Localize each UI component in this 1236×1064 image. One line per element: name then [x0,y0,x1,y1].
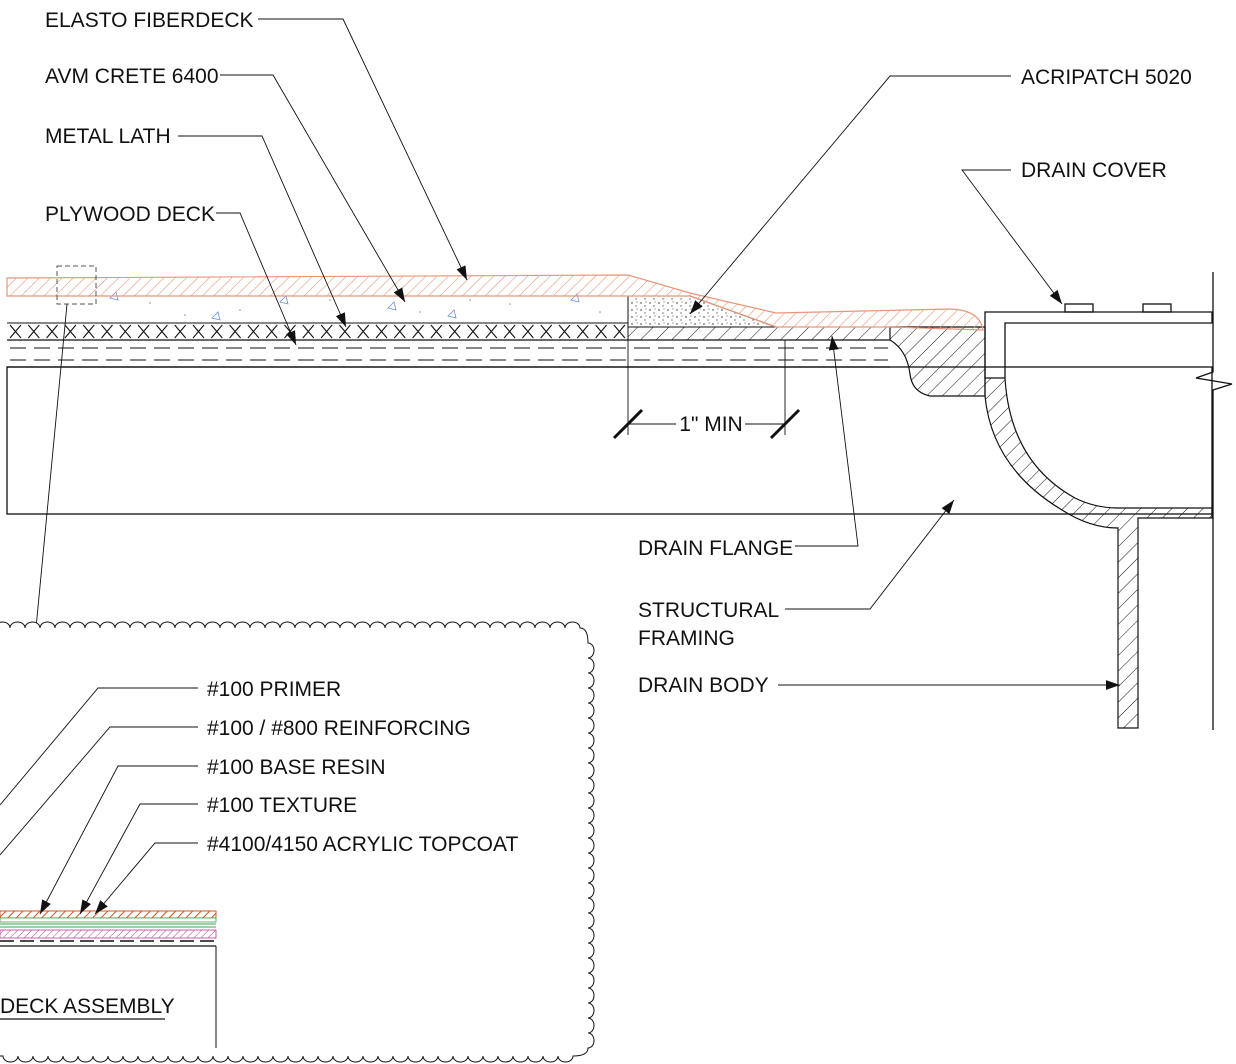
svg-text:AVM CRETE 6400: AVM CRETE 6400 [45,65,219,88]
detail-deck-assembly: #100 PRIMER #100 / #800 REINFORCING #100… [0,678,518,1048]
svg-text:DRAIN COVER: DRAIN COVER [1021,159,1167,182]
svg-text:STRUCTURAL: STRUCTURAL [638,599,779,622]
drain-cover [984,303,1213,378]
label-drain-flange: DRAIN FLANGE [638,335,859,560]
svg-text:METAL LATH: METAL LATH [45,125,171,148]
drain-body-bowl [984,377,1213,729]
svg-text:PLYWOOD DECK: PLYWOOD DECK [45,203,215,226]
label-drain-body: DRAIN BODY [638,674,1120,697]
break-line [1195,272,1233,730]
label-acripatch: ACRIPATCH 5020 [689,66,1192,315]
plywood-deck [7,339,890,368]
svg-text:ELASTO FIBERDECK: ELASTO FIBERDECK [45,9,254,32]
dimension-label: 1" MIN [679,413,742,436]
label-elasto-fiberdeck: ELASTO FIBERDECK [45,9,468,281]
svg-text:ACRIPATCH 5020: ACRIPATCH 5020 [1021,66,1192,89]
label-drain-cover: DRAIN COVER [961,159,1167,305]
detail-callout-leader [35,303,68,629]
elasto-fiberdeck-layer [6,274,984,331]
dimension-1in-min: 1" MIN [612,340,801,440]
metal-lath [9,324,626,339]
detail-base-resin: #100 BASE RESIN [207,756,386,779]
drain-flange [627,326,891,341]
detail-title: DECK ASSEMBLY [0,995,175,1018]
detail-texture: #100 TEXTURE [207,794,357,817]
label-avm-crete: AVM CRETE 6400 [45,65,406,303]
avm-crete-layer [7,291,628,324]
svg-text:FRAMING: FRAMING [638,627,735,650]
svg-text:DRAIN FLANGE: DRAIN FLANGE [638,537,793,560]
label-structural-framing: STRUCTURAL FRAMING [638,499,955,650]
structural-framing [6,366,1213,515]
detail-primer: #100 PRIMER [207,678,341,701]
svg-text:DRAIN BODY: DRAIN BODY [638,674,769,697]
label-metal-lath: METAL LATH [45,125,347,328]
drain-flange-rim [889,326,986,397]
detail-callout-box [56,265,97,305]
detail-topcoat: #4100/4150 ACRYLIC TOPCOAT [207,833,518,856]
label-plywood-deck: PLYWOOD DECK [45,203,297,346]
detail-reinforcing: #100 / #800 REINFORCING [207,717,471,740]
detail-cloud [0,621,595,1063]
